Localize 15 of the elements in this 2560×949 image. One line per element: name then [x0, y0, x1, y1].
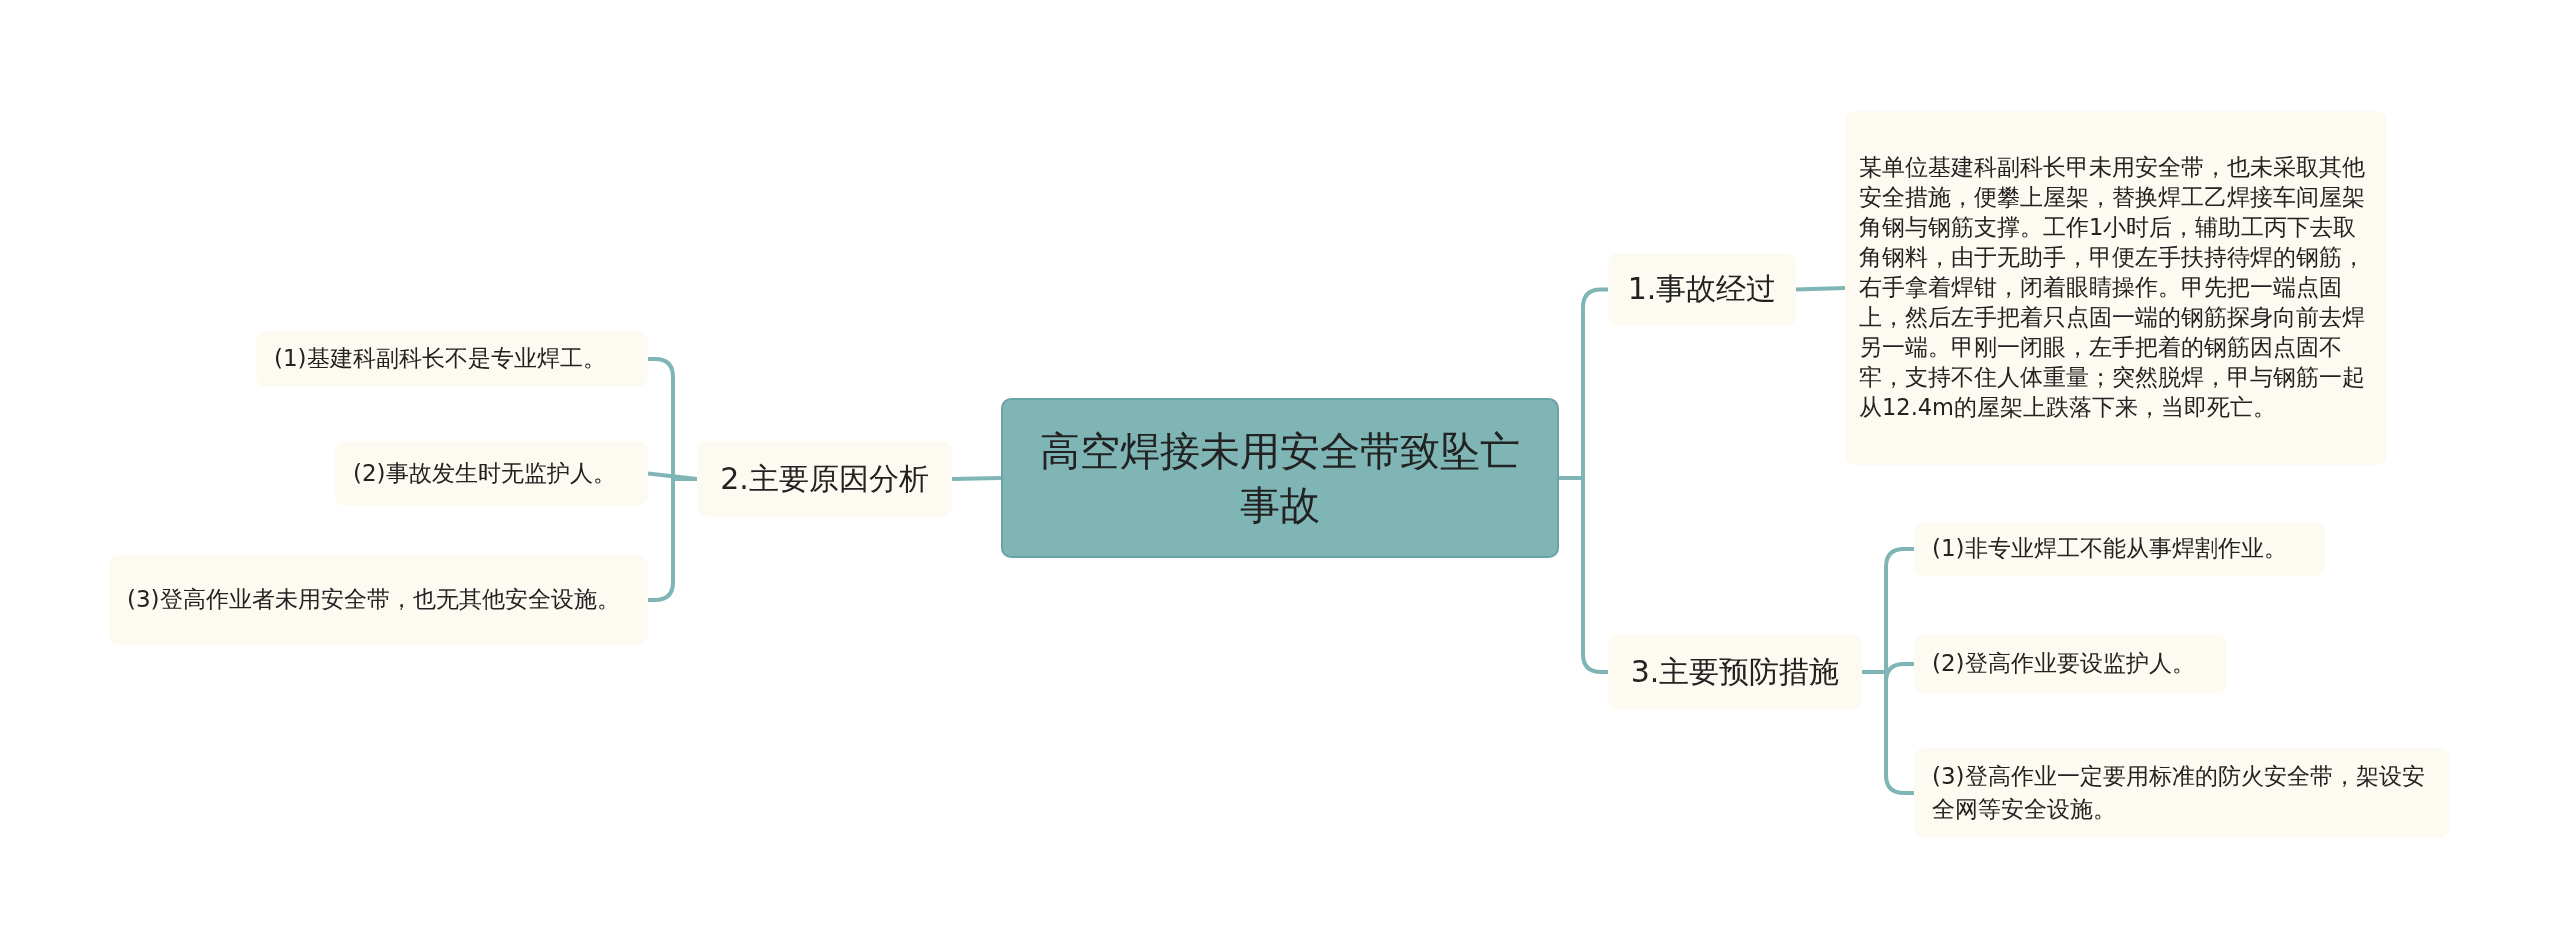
subtopic-box: (3)登高作业者未用安全带，也无其他安全设施。 [109, 555, 648, 645]
connector-line [1795, 286, 1846, 292]
subtopic-box: (1)非专业焊工不能从事焊割作业。 [1914, 522, 2325, 576]
connector-line [648, 477, 697, 602]
topic-box: 1.事故经过 [1608, 253, 1796, 326]
connector-line [1559, 476, 1608, 674]
subtopic-box: (2)登高作业要设监护人。 [1914, 634, 2227, 694]
subtopic-box: (3)登高作业一定要用标准的防火安全带，架设安全网等安全设施。 [1914, 748, 2450, 838]
topic-box: 3.主要预防措施 [1608, 634, 1862, 710]
subtopic-box: (2)事故发生时无监护人。 [335, 441, 648, 506]
central-topic-box: 高空焊接未用安全带致坠亡事故 [1001, 398, 1559, 558]
topic-box: 2.主要原因分析 [697, 441, 952, 517]
subtopic-box: (1)基建科副科长不是专业焊工。 [256, 331, 648, 387]
connector-line [951, 476, 1002, 481]
text-box: 某单位基建科副科长甲未用安全带，也未采取其他安全措施，便攀上屋架，替换焊工乙焊接车间屋架角钢与钢筋支撑。工作1小时后，辅助工丙下去取角钢料，由于无助手，甲便左手扶持待焊的钢筋，右手拿着焊钳，闭着眼睛操作。甲先把一端点固上，然后左手把着只点固一端的钢筋探身向前去焊另一端。甲刚一闭眼，左手把着的钢筋因点固不牢，支持不住人体重量；突然脱焊，甲与钢筋一起从12.4m的屋架上跌落下来，当即死亡。 [1845, 111, 2387, 465]
